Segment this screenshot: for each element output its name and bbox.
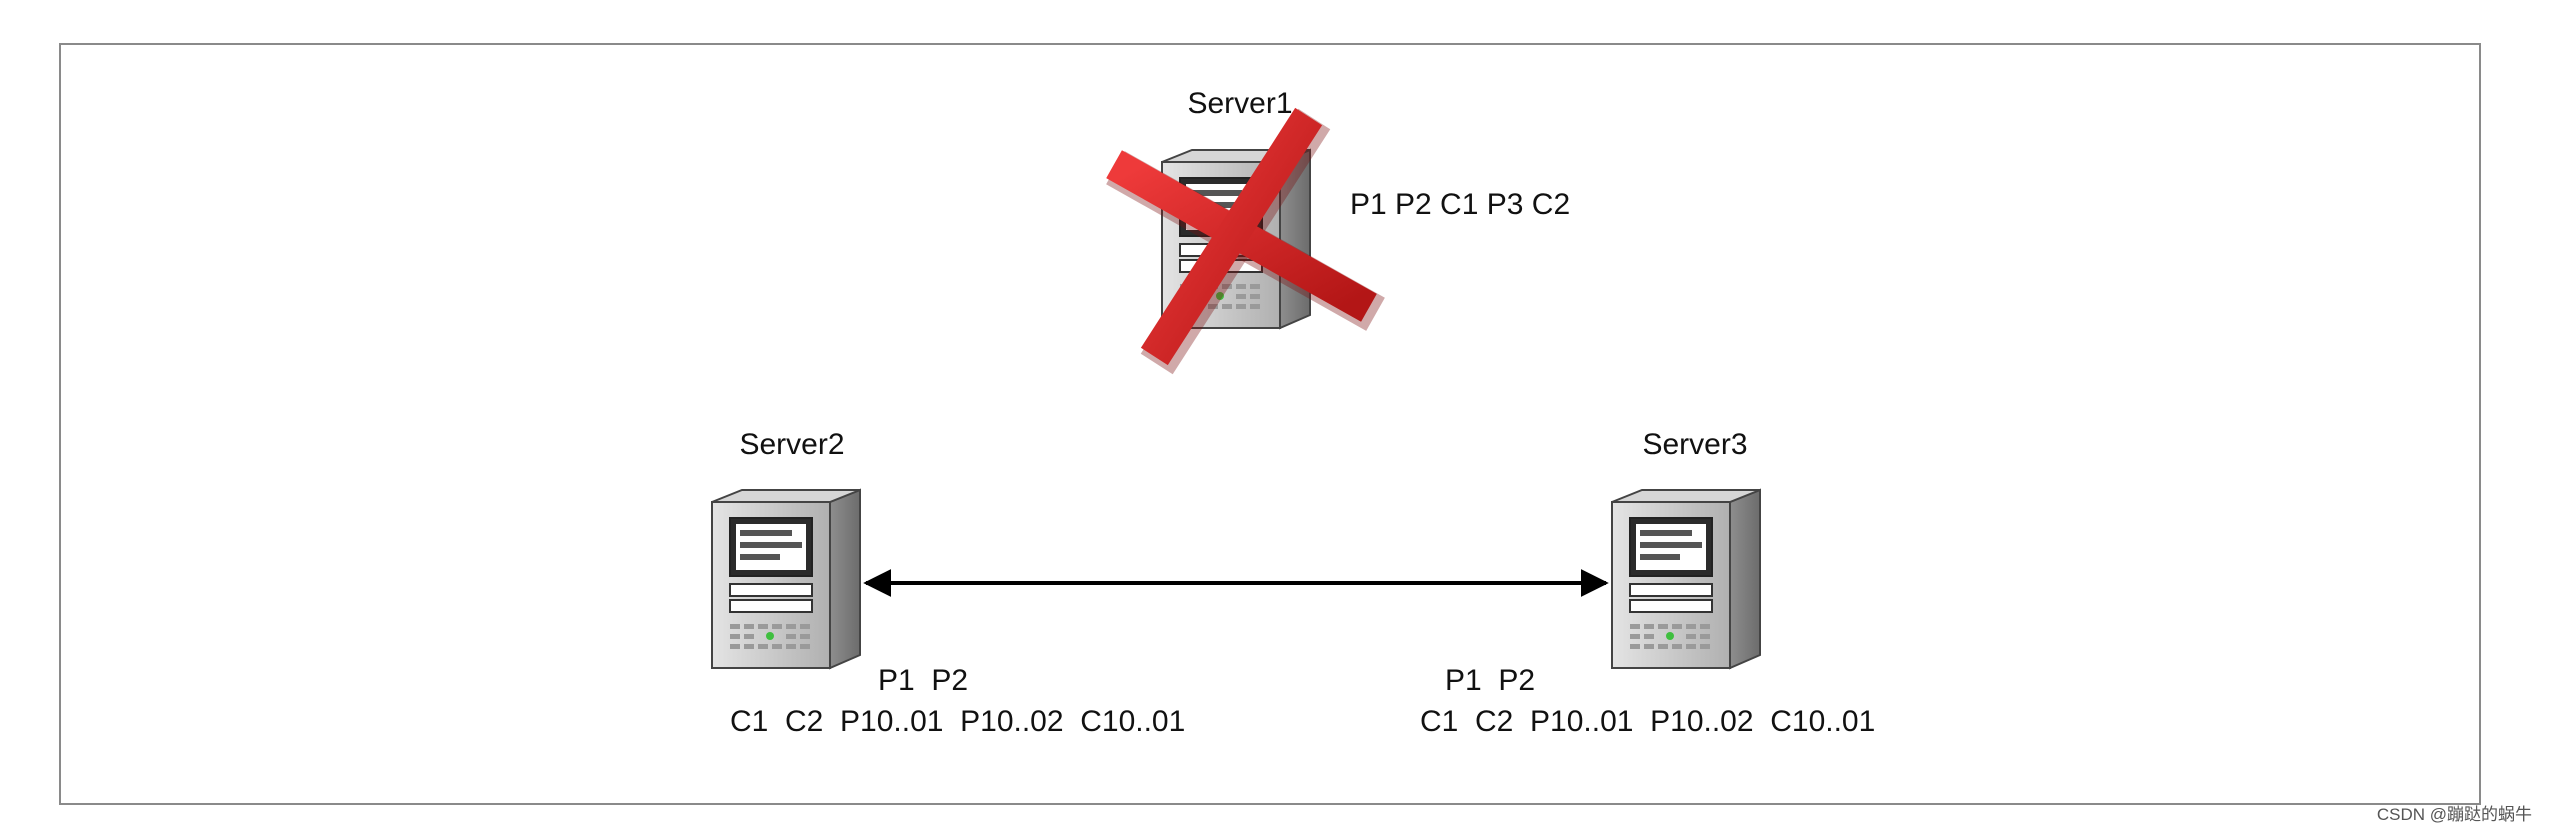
server3-icon (1611, 489, 1761, 669)
server2-icon (711, 489, 861, 669)
server2-partitions-line1: P1 P2 (878, 664, 968, 697)
server3-name: Server3 (1642, 428, 1747, 461)
watermark: CSDN @蹦跶的蜗牛 (2376, 805, 2532, 824)
diagram-frame (59, 43, 2481, 805)
failure-x-icon (1106, 107, 1385, 375)
server2-partitions-line2: C1 C2 P10..01 P10..02 C10..01 (730, 705, 1185, 738)
server2-name: Server2 (739, 428, 844, 461)
server3-partitions-line2: C1 C2 P10..01 P10..02 C10..01 (1420, 705, 1875, 738)
server3-partitions-line1: P1 P2 (1445, 664, 1535, 697)
server1-partitions: P1 P2 C1 P3 C2 (1350, 188, 1570, 221)
server1-name: Server1 (1187, 87, 1292, 120)
